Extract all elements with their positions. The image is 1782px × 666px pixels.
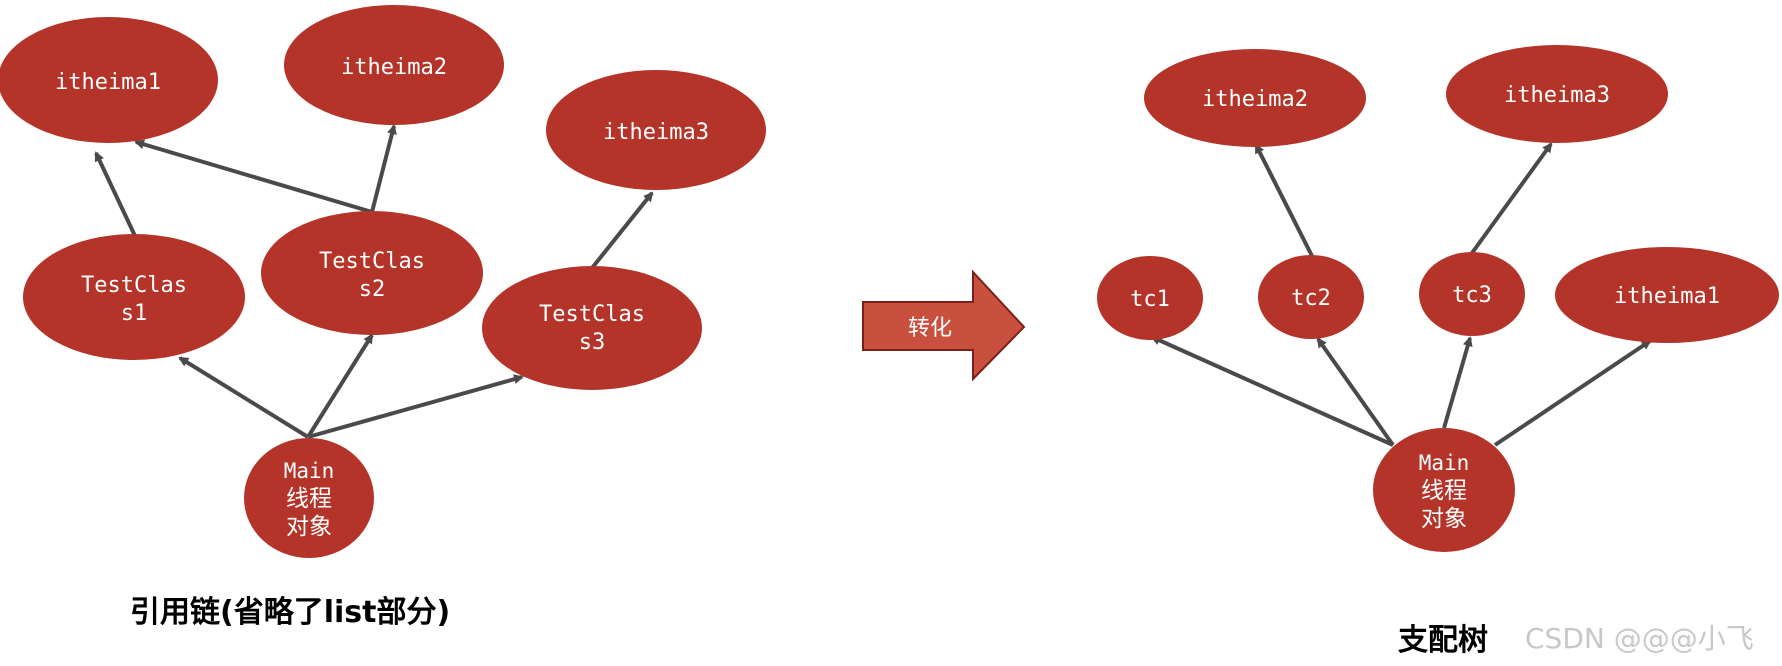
edge-testclass2-to-itheima1	[134, 139, 373, 214]
node-main-thread-label-line1: Main	[284, 459, 335, 483]
edge-testclass1-to-itheima1	[94, 151, 138, 239]
node-testclass3-label-line1: TestClas	[539, 302, 645, 327]
node-itheima2	[284, 5, 504, 125]
node-testclass2-label-line1: TestClas	[319, 249, 425, 274]
node-right-itheima3	[1446, 45, 1668, 143]
node-right-main-thread	[1373, 428, 1515, 552]
node-right-main-thread-label-line3: 对象	[1421, 506, 1467, 532]
edge-main-to-testclass1	[178, 356, 310, 439]
node-itheima1-label: itheima1	[55, 70, 161, 95]
node-right-tc2-label: tc2	[1291, 286, 1331, 311]
edge-testclass2-to-itheima2	[370, 124, 397, 213]
edge-main-to-testclass2	[306, 333, 374, 439]
node-itheima1	[0, 17, 218, 143]
node-testclass3	[482, 266, 702, 390]
edge-main-to-testclass3	[307, 374, 524, 439]
node-right-tc3-label: tc3	[1452, 283, 1492, 308]
node-right-main-thread-label-line1: Main	[1419, 451, 1470, 475]
reference-chain-graph: itheima1 itheima2 itheima3 TestClas s1 T…	[0, 5, 766, 630]
dominator-tree-graph: itheima2 itheima3 tc1 tc2 tc3 itheima1 M…	[1097, 45, 1779, 658]
node-right-tc2	[1258, 255, 1364, 339]
edge-main-to-tc3	[1442, 336, 1473, 429]
node-right-tc1-label: tc1	[1130, 287, 1170, 312]
node-itheima3-label: itheima3	[603, 120, 709, 145]
node-main-thread-label-line3: 对象	[286, 514, 332, 540]
transform-arrow: 转化	[862, 269, 1026, 382]
node-right-itheima2-label: itheima2	[1202, 87, 1308, 112]
transform-arrow-shape	[862, 269, 1026, 382]
right-edges	[1150, 142, 1652, 447]
edge-main-to-tc1	[1150, 335, 1394, 447]
node-right-itheima3-label: itheima3	[1504, 83, 1610, 108]
edge-testclass3-to-itheima3	[590, 191, 654, 270]
node-testclass1-label-line1: TestClas	[81, 273, 187, 298]
node-right-itheima1-label: itheima1	[1614, 284, 1720, 309]
edge-main-to-itheima1	[1493, 339, 1652, 447]
transform-label: 转化	[908, 316, 952, 341]
right-caption: 支配树	[1398, 623, 1488, 658]
node-itheima3	[546, 70, 766, 190]
node-testclass1-label-line2: s1	[121, 301, 148, 326]
edge-tc2-to-itheima2	[1254, 143, 1314, 257]
left-caption: 引用链(省略了list部分)	[130, 595, 450, 630]
node-right-tc3	[1419, 252, 1525, 336]
node-itheima2-label: itheima2	[341, 55, 447, 80]
left-edges	[94, 124, 654, 439]
node-right-itheima1	[1555, 247, 1779, 343]
node-right-itheima2	[1144, 49, 1366, 147]
node-main-thread	[244, 438, 374, 558]
csdn-watermark: CSDN @@@小飞	[1525, 622, 1754, 655]
node-testclass2-label-line2: s2	[359, 277, 386, 302]
node-right-main-thread-label-line2: 线程	[1421, 478, 1467, 504]
edge-main-to-tc2	[1316, 337, 1395, 447]
node-right-tc1	[1097, 256, 1203, 340]
edge-tc3-to-itheima3	[1470, 142, 1553, 255]
node-testclass3-label-line2: s3	[579, 330, 606, 355]
node-testclass1	[23, 234, 245, 360]
node-testclass2	[261, 211, 483, 335]
node-main-thread-label-line2: 线程	[286, 486, 332, 512]
